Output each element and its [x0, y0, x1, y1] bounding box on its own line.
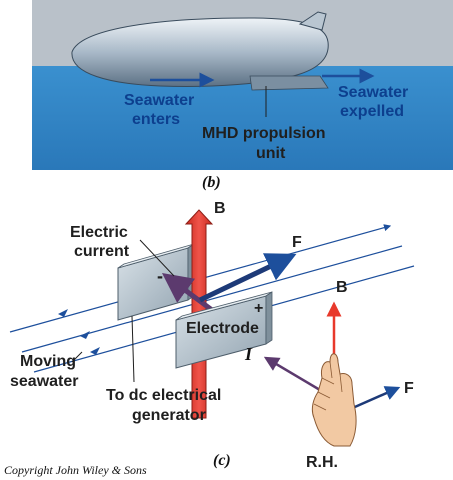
label-seawater-expelled-2: expelled	[340, 103, 404, 120]
label-electrode: Electrode	[186, 320, 259, 337]
label-F: F	[292, 234, 302, 251]
sign-minus: -	[157, 266, 163, 286]
label-generator-1: To dc electrical	[106, 387, 221, 404]
label-moving-seawater-1: Moving	[20, 353, 76, 370]
label-electric-current-2: current	[74, 243, 130, 260]
caption-b: (b)	[202, 174, 221, 191]
electrode-negative	[117, 243, 195, 321]
label-generator-2: generator	[132, 407, 206, 424]
panel-c: B F Electric current - + Electrode Movin…	[9, 200, 415, 424]
caption-c: (c)	[213, 452, 231, 469]
panel-b: Seawater enters MHD propulsion unit Seaw…	[32, 0, 453, 170]
copyright: Copyright John Wiley & Sons	[4, 463, 147, 477]
right-hand-rule: B I F R.H.	[244, 279, 414, 471]
leader-electric-current	[139, 239, 175, 277]
electric-current-arrow	[161, 273, 214, 313]
rh-label-I: I	[244, 344, 253, 364]
rh-label-F: F	[404, 380, 414, 397]
label-B: B	[214, 200, 226, 217]
leader-moving-seawater	[71, 351, 83, 363]
leader-generator	[131, 315, 135, 383]
label-electric-current-1: Electric	[70, 224, 128, 241]
label-seawater-enters-2: enters	[132, 111, 180, 128]
rh-label-B: B	[336, 279, 348, 296]
label-moving-seawater-2: seawater	[10, 373, 79, 390]
rh-F-arrow	[347, 386, 401, 412]
sign-plus: +	[254, 300, 263, 317]
ship-hull	[71, 11, 329, 91]
rh-I-arrow	[263, 356, 321, 392]
electrode-positive	[175, 291, 273, 369]
flow-arrowheads	[58, 309, 100, 355]
force-arrow	[198, 253, 297, 303]
label-mhd-unit-1: MHD propulsion	[202, 125, 326, 142]
rh-label: R.H.	[306, 454, 338, 471]
label-seawater-enters-1: Seawater	[124, 92, 194, 109]
label-seawater-expelled-1: Seawater	[338, 84, 408, 101]
label-mhd-unit-2: unit	[256, 145, 286, 162]
right-hand-icon	[311, 353, 357, 447]
